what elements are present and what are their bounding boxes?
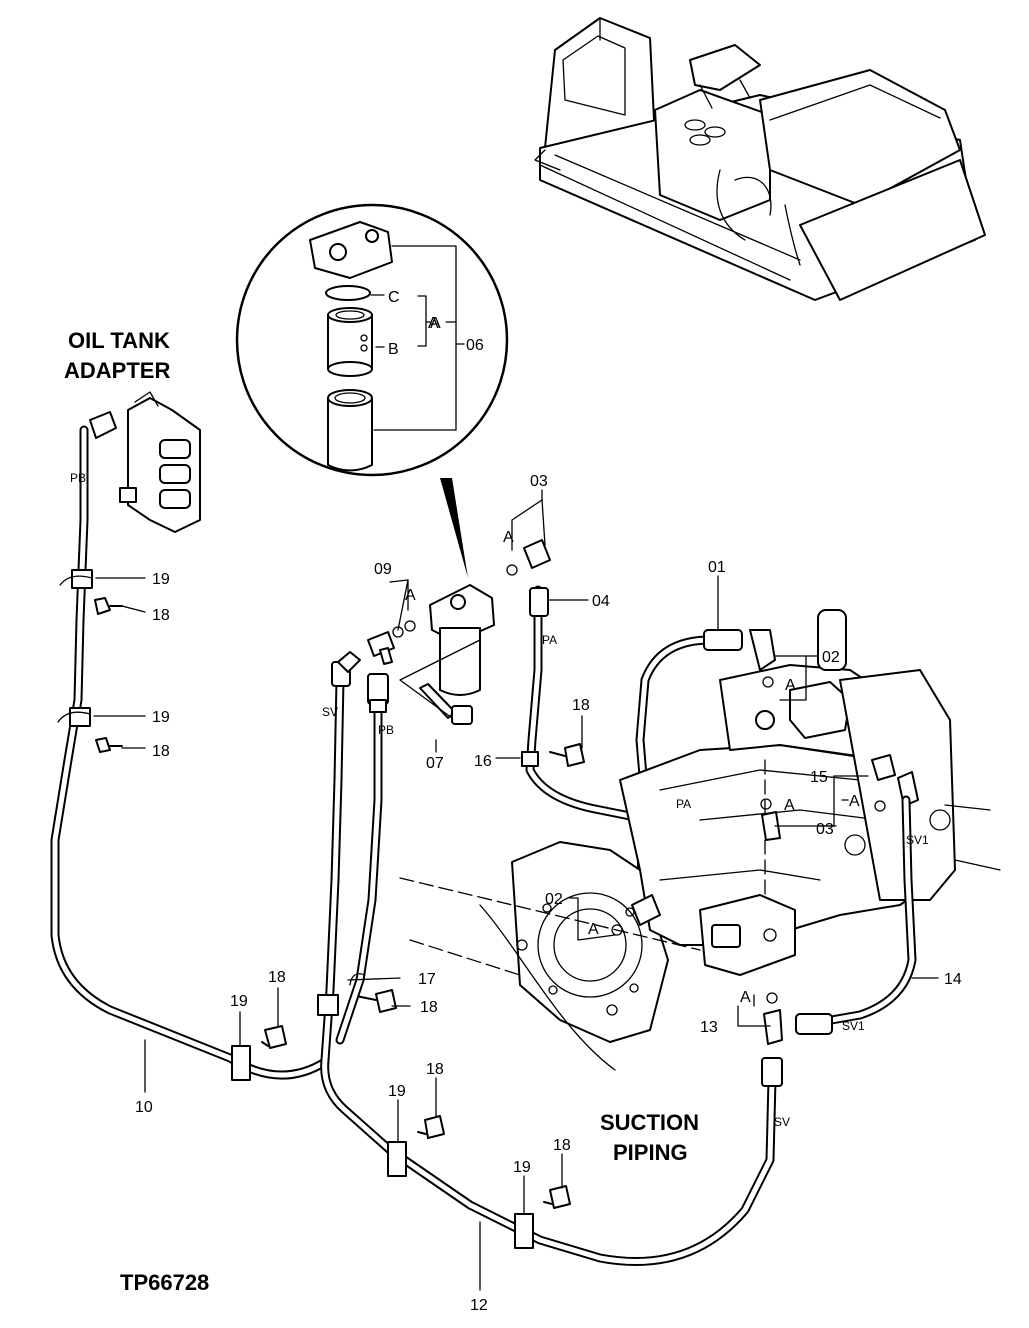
callout-01: 01 <box>708 559 726 576</box>
mark-pa-mid: PA <box>676 797 691 811</box>
callout-10: 10 <box>135 1099 153 1116</box>
oil-tank-title-line2: ADAPTER <box>64 358 170 383</box>
callout-13: 13 <box>700 1019 718 1036</box>
figure-id: TP66728 <box>120 1270 209 1295</box>
mark-sv1-right: SV1 <box>906 833 929 847</box>
a-marker-02: A <box>785 677 796 694</box>
callout-03a: 03 <box>530 473 548 490</box>
oil-tank-title-line1: OIL TANK <box>68 328 170 353</box>
callout-04: 04 <box>592 593 610 610</box>
mark-sv1-bottom: SV1 <box>842 1019 865 1033</box>
callout-15: 15 <box>810 769 828 786</box>
hose-pb <box>335 673 389 1045</box>
callout-18d: 18 <box>420 999 438 1016</box>
callout-19d: 19 <box>388 1083 406 1100</box>
label-06: 06 <box>466 337 484 354</box>
callout-14: 14 <box>944 971 962 988</box>
callout-18a: 18 <box>152 607 170 624</box>
callout-18c: 18 <box>268 969 286 986</box>
hose-10 <box>50 425 330 1081</box>
suction-title-line2: PIPING <box>613 1140 688 1165</box>
callout-16: 16 <box>474 753 492 770</box>
callout-19a: 19 <box>152 571 170 588</box>
a-marker-15: A <box>849 793 860 810</box>
a-marker-filter: A <box>405 587 416 604</box>
a-marker-03: A <box>503 529 514 546</box>
a-marker-02b: A <box>588 921 599 938</box>
mark-pb-left: PB <box>70 471 86 485</box>
callout-19c: 19 <box>230 993 248 1010</box>
callout-07: 07 <box>426 755 444 772</box>
mark-pa-top: PA <box>542 633 557 647</box>
leader-lines <box>93 489 939 1291</box>
a-marker-13: A <box>740 989 751 1006</box>
hydraulic-pump <box>399 609 1001 1087</box>
callout-17: 17 <box>418 971 436 988</box>
callout-18f: 18 <box>553 1137 571 1154</box>
hose-12 <box>317 651 777 1266</box>
label-b: B <box>388 341 399 358</box>
mark-sv-bottom: SV <box>774 1115 790 1129</box>
filter-assembly <box>367 584 495 725</box>
mark-pb-mid: PB <box>378 723 394 737</box>
a-marker-detail-hidden: A <box>428 315 439 332</box>
excavator-overview <box>534 17 986 301</box>
callout-02a: 02 <box>822 649 840 666</box>
callout-18e: 18 <box>426 1061 444 1078</box>
label-a: A <box>430 315 441 332</box>
label-c: C <box>388 289 400 306</box>
callout-12: 12 <box>470 1297 488 1314</box>
filter-detail: C B A 06 <box>235 203 509 578</box>
callout-03b: 03 <box>816 821 834 838</box>
oil-tank-adapter: OIL TANK ADAPTER <box>64 328 201 533</box>
callout-02b: 02 <box>545 891 563 908</box>
mark-sv-mid: SV <box>322 705 338 719</box>
callout-18g: 18 <box>572 697 590 714</box>
callout-19b: 19 <box>152 709 170 726</box>
hose-markings: PB PB SV SV PA PA SV1 SV1 <box>70 471 929 1129</box>
a-marker-03b: A <box>784 797 795 814</box>
suction-title-line1: SUCTION <box>600 1110 699 1135</box>
callout-09: 09 <box>374 561 392 578</box>
callout-18b: 18 <box>152 743 170 760</box>
callouts: 19 18 19 18 10 19 18 17 18 19 18 19 18 1… <box>135 473 962 1314</box>
a-markers: A A A A A A A A <box>405 315 860 1006</box>
callout-19e: 19 <box>513 1159 531 1176</box>
